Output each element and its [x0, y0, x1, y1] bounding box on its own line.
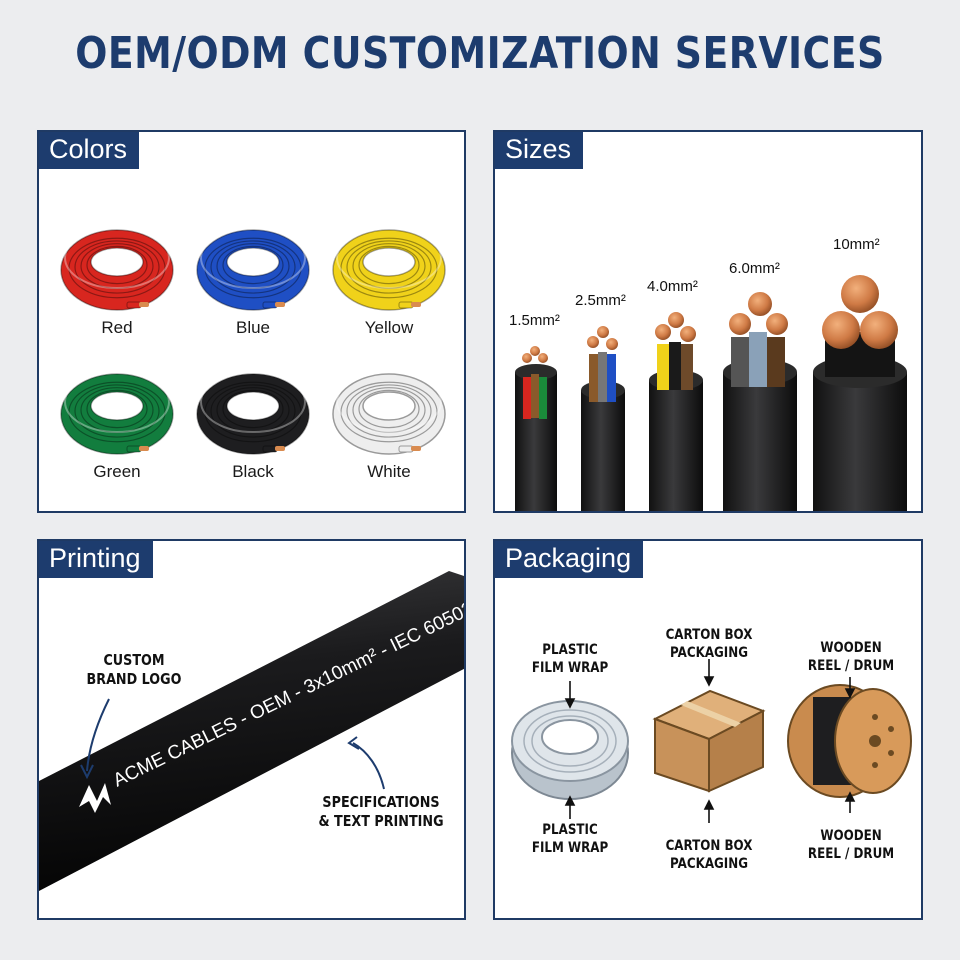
reel-bottom-line1: WOODEN [820, 828, 882, 844]
cable-4-0mm [649, 312, 703, 511]
printed-cable: ACME CABLES - OEM - 3x10mm² - IEC 60502 … [39, 571, 464, 891]
carton-top-line2: PACKAGING [670, 645, 748, 661]
film-wrap-top-label: PLASTIC FILM WRAP [511, 641, 630, 677]
sizes-heading: Sizes [495, 132, 584, 169]
coil-label-green: Green [93, 462, 141, 481]
coil-label-white: White [367, 462, 411, 481]
carton-top-label: CARTON BOX PACKAGING [650, 626, 769, 662]
cable-cross-sections [515, 275, 907, 511]
logo-callout-line1: CUSTOM [103, 651, 165, 669]
coil-white [332, 371, 446, 455]
coil-yellow [332, 227, 446, 311]
reel-top-label: WOODEN REEL / DRUM [792, 639, 911, 675]
coil-label-blue: Blue [235, 318, 271, 337]
coil-label-red: Red [101, 318, 133, 337]
coil-blue [196, 227, 310, 311]
reel-bottom-line2: REEL / DRUM [807, 846, 895, 862]
reel-top-line2: REEL / DRUM [807, 658, 895, 674]
packaging-illustrations [511, 659, 912, 823]
printing-heading: Printing [39, 541, 153, 578]
film-bottom-line1: PLASTIC [542, 822, 598, 838]
cable-6-0mm [723, 292, 797, 511]
coil-label-yellow: Yellow [364, 318, 414, 337]
logo-callout: CUSTOM BRAND LOGO [79, 651, 190, 689]
packaging-panel: Packaging [493, 539, 923, 920]
coil-green [60, 371, 174, 455]
size-label-3: 4.0mm² [647, 278, 698, 295]
spec-callout-line1: SPECIFICATIONS [322, 793, 440, 811]
size-label-2: 2.5mm² [575, 292, 626, 309]
carton-box [652, 689, 766, 793]
coil-red [60, 227, 174, 311]
packaging-arrows [564, 659, 856, 823]
size-label-5: 10mm² [833, 236, 880, 253]
coil-black [196, 371, 310, 455]
spec-callout-line2: & TEXT PRINTING [318, 812, 444, 830]
wooden-reel [787, 684, 912, 798]
carton-bottom-label: CARTON BOX PACKAGING [650, 837, 769, 873]
coil-label-black: Black [232, 462, 274, 481]
film-top-line1: PLASTIC [542, 642, 598, 658]
cable-10mm [813, 275, 907, 511]
spec-callout: SPECIFICATIONS & TEXT PRINTING [313, 793, 449, 831]
colors-heading: Colors [39, 132, 140, 169]
carton-top-line1: CARTON BOX [665, 627, 753, 643]
page-title: OEM/ODM CUSTOMIZATION SERVICES [75, 28, 885, 79]
sizes-panel: Sizes [493, 130, 923, 513]
reel-bottom-label: WOODEN REEL / DRUM [792, 827, 911, 863]
film-bottom-line2: FILM WRAP [531, 840, 609, 856]
size-label-4: 6.0mm² [729, 260, 780, 277]
printing-panel: ACME CABLES - OEM - 3x10mm² - IEC 60502 … [37, 539, 466, 920]
film-wrap-coil [511, 700, 629, 800]
packaging-heading: Packaging [495, 541, 644, 578]
carton-bottom-line1: CARTON BOX [665, 838, 753, 854]
logo-callout-line2: BRAND LOGO [86, 670, 182, 688]
brand-logo [79, 783, 111, 813]
cable-2-5mm [581, 326, 625, 511]
reel-top-line1: WOODEN [820, 640, 882, 656]
film-wrap-bottom-label: PLASTIC FILM WRAP [511, 821, 630, 857]
carton-bottom-line2: PACKAGING [670, 856, 748, 872]
cable-1-5mm [515, 346, 557, 511]
film-top-line2: FILM WRAP [531, 660, 609, 676]
size-label-1: 1.5mm² [509, 312, 560, 329]
